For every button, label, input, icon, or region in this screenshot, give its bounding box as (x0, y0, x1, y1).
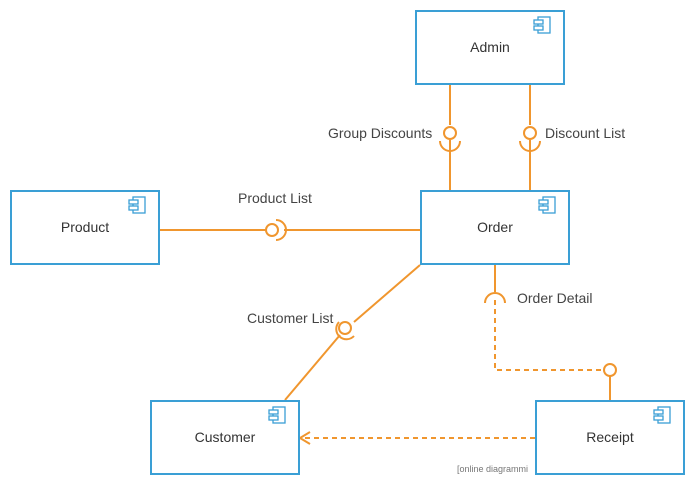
order-detail-ball (603, 363, 617, 377)
product-list-socket (275, 219, 287, 241)
order-detail-dependency (494, 300, 610, 371)
label-group-discounts: Group Discounts (328, 125, 432, 141)
customer-list-socket (335, 321, 355, 341)
discount-list-socket (519, 140, 541, 152)
connectors (160, 84, 617, 445)
label-discount-list: Discount List (545, 125, 625, 141)
component-name: Order (477, 219, 513, 235)
component-customer[interactable]: Customer (150, 400, 300, 475)
component-name: Admin (470, 39, 510, 55)
label-product-list: Product List (238, 190, 312, 206)
order-detail-socket (484, 292, 506, 304)
customer-list-line-top (353, 264, 421, 323)
group-discounts-ball (443, 126, 457, 140)
label-order-detail: Order Detail (517, 290, 592, 306)
discount-list-ball (523, 126, 537, 140)
component-product[interactable]: Product (10, 190, 160, 265)
component-name: Receipt (586, 429, 634, 445)
customer-list-ball (338, 321, 352, 335)
component-receipt[interactable]: Receipt (535, 400, 685, 475)
customer-list-line-bottom (284, 334, 341, 401)
component-order[interactable]: Order (420, 190, 570, 265)
label-customer-list: Customer List (247, 310, 333, 326)
product-list-ball (265, 223, 279, 237)
component-admin[interactable]: Admin (415, 10, 565, 85)
watermark: [online diagrammi (457, 464, 528, 474)
component-name: Customer (195, 429, 256, 445)
component-name: Product (61, 219, 109, 235)
group-discounts-socket (439, 140, 461, 152)
